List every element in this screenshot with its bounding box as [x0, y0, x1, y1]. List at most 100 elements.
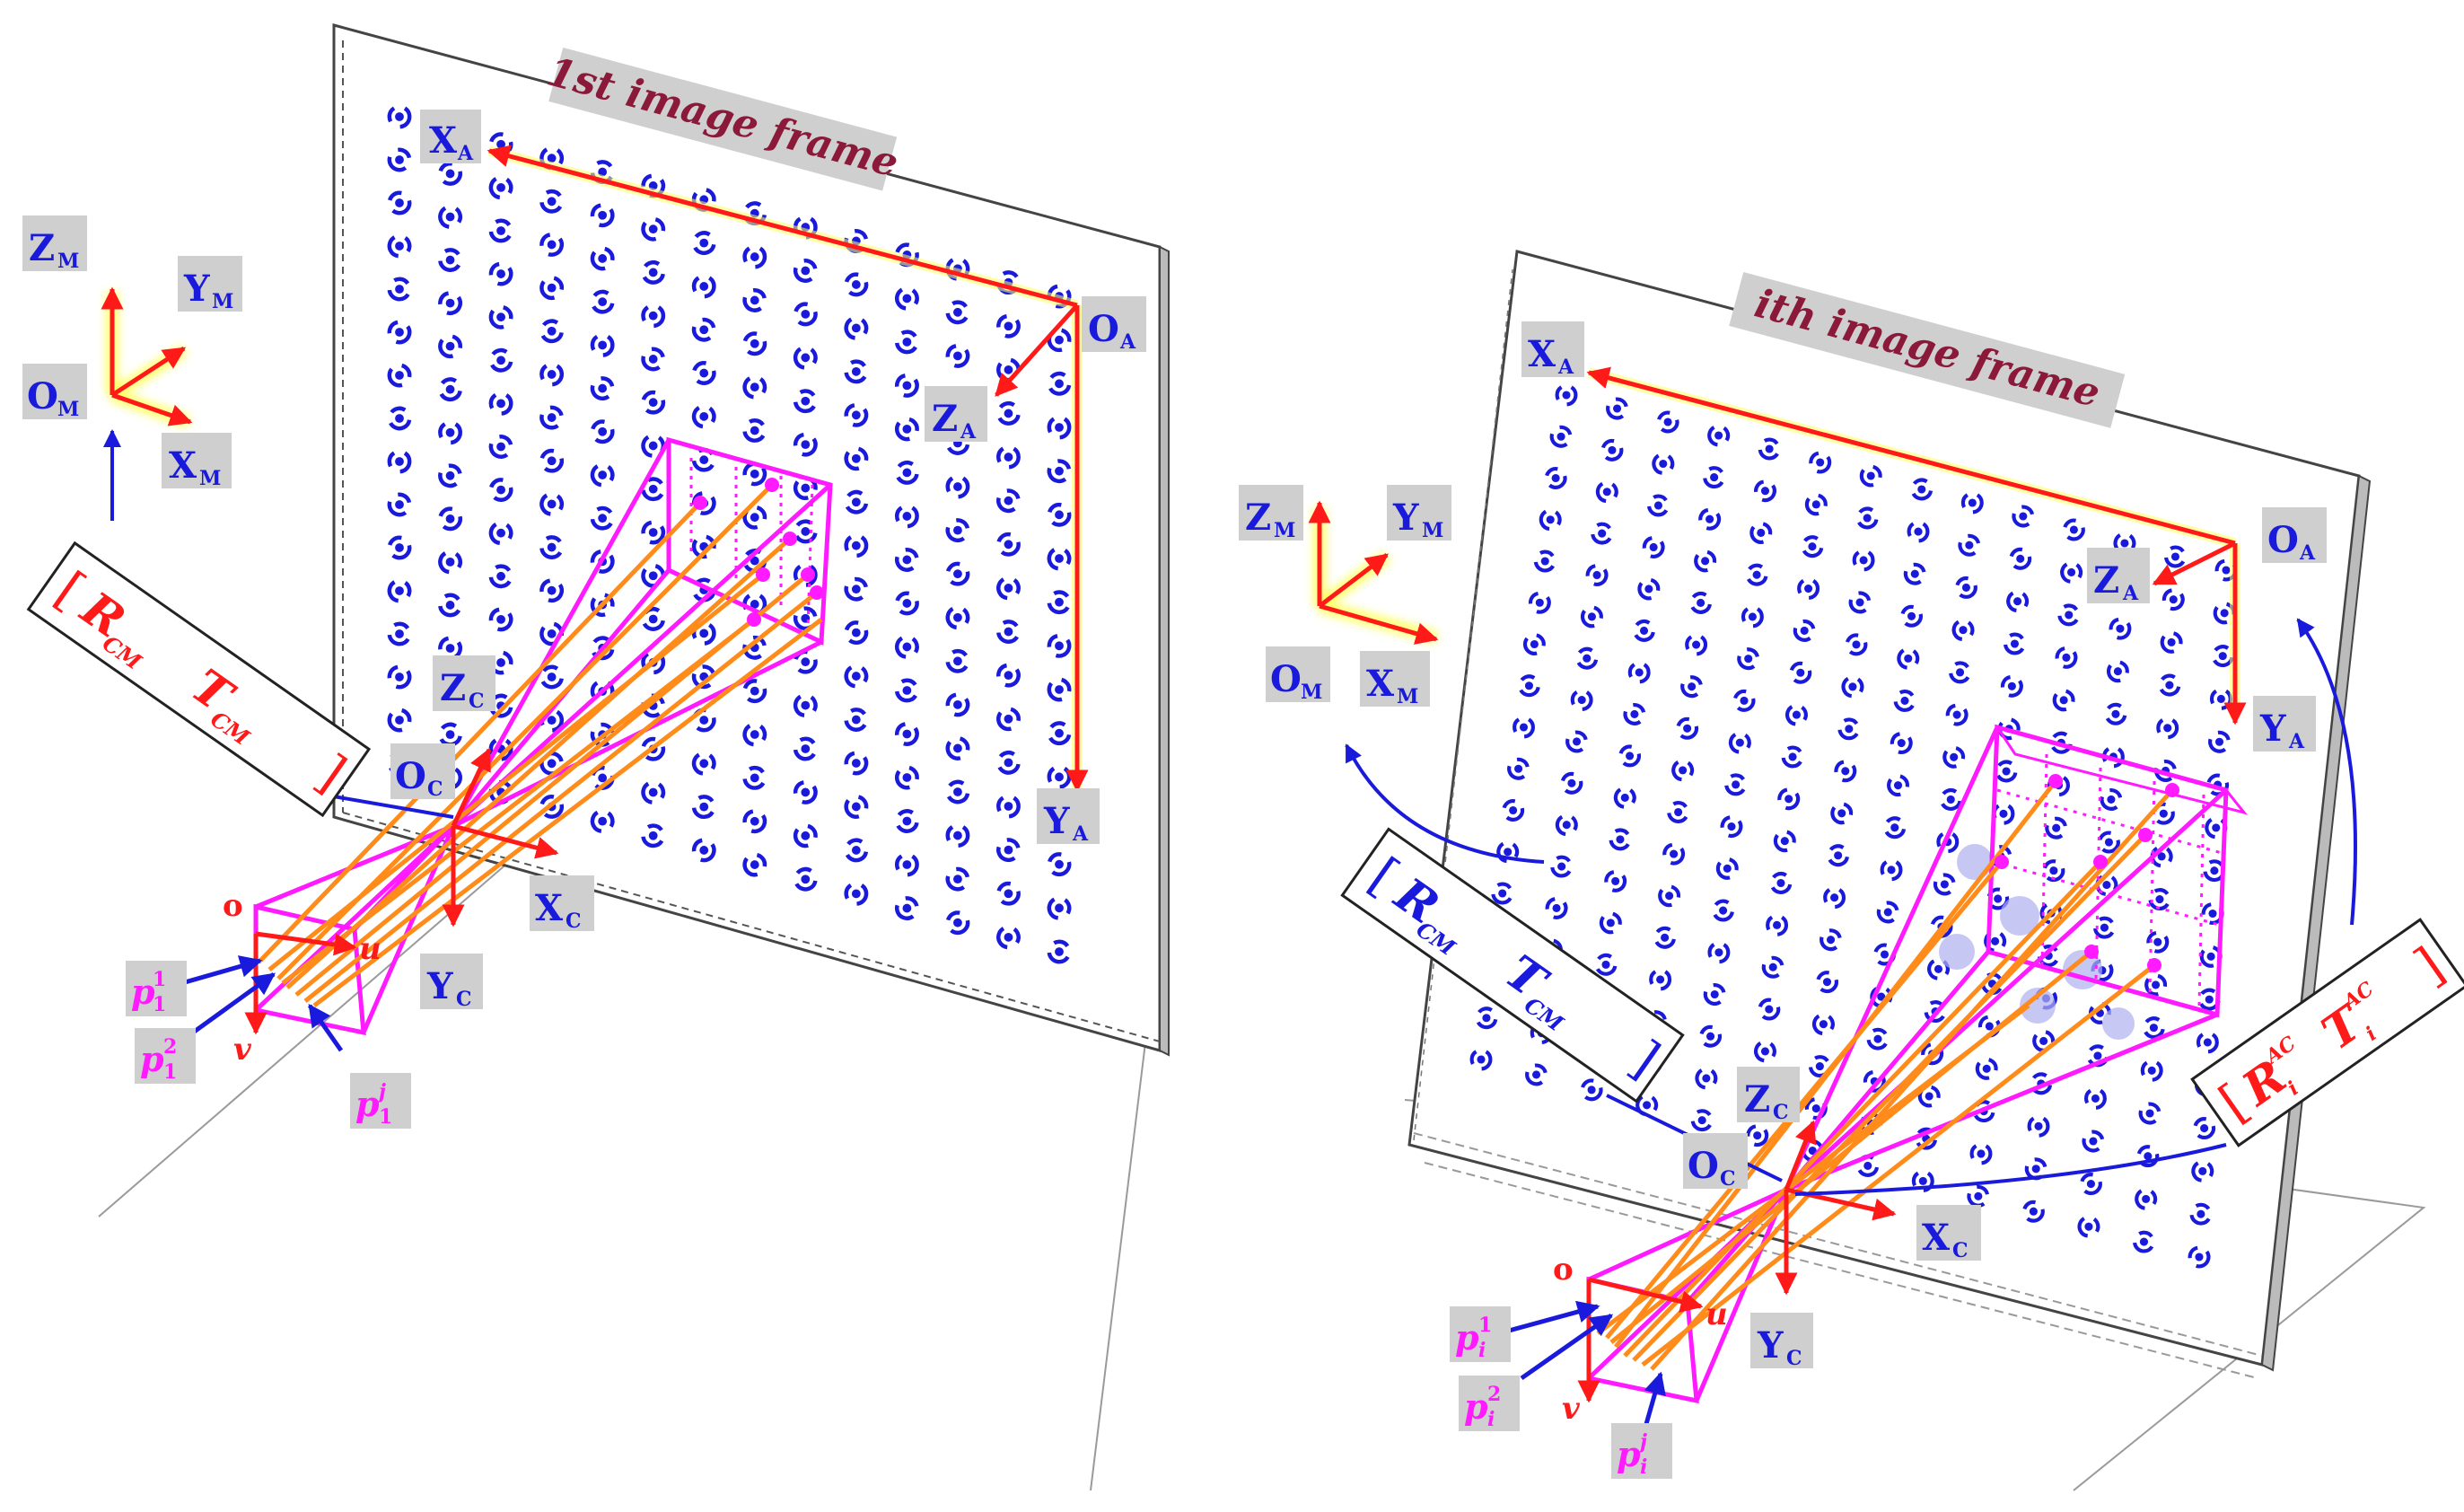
target-marker — [742, 765, 767, 790]
target-marker — [691, 838, 716, 863]
target-marker — [1855, 506, 1879, 530]
target-marker — [1949, 661, 1972, 684]
target-marker — [2191, 1159, 2214, 1182]
target-marker — [387, 449, 412, 474]
svg-text:C: C — [456, 988, 472, 1011]
target-marker — [793, 345, 818, 370]
target-marker — [1595, 480, 1618, 504]
faded-region-right — [1939, 844, 2135, 1040]
svg-text:O: O — [1088, 308, 1119, 350]
svg-text:2: 2 — [163, 1035, 177, 1059]
svg-text:p: p — [1464, 1386, 1488, 1427]
target-marker — [1942, 745, 1966, 769]
label-oc-right: O C — [1683, 1133, 1748, 1191]
target-marker — [844, 359, 869, 384]
target-marker — [2062, 518, 2085, 541]
target-marker — [539, 664, 565, 690]
target-marker — [1604, 869, 1627, 892]
label-v-left: v — [233, 1032, 252, 1068]
target-marker — [2083, 1086, 2107, 1110]
target-marker — [945, 823, 970, 848]
target-marker — [945, 605, 970, 630]
svg-text:2: 2 — [1487, 1383, 1501, 1406]
target-marker — [1491, 882, 1514, 905]
target-marker — [1555, 813, 1578, 837]
target-marker — [2193, 1117, 2216, 1140]
target-marker — [1047, 502, 1072, 527]
target-marker — [996, 881, 1021, 906]
label-u-left: u — [359, 931, 381, 967]
target-marker — [1656, 410, 1679, 434]
target-marker — [539, 362, 565, 387]
target-marker — [1667, 801, 1690, 823]
target-marker — [2113, 532, 2136, 555]
target-marker — [1047, 459, 1072, 484]
svg-text:C: C — [1720, 1167, 1736, 1191]
svg-text:p: p — [131, 971, 155, 1012]
label-pi-1-right: p 1 i — [1450, 1306, 1511, 1362]
transform-box-rcm-tcm-left: [ R CM T CM ] — [26, 541, 372, 818]
target-marker — [1758, 998, 1781, 1021]
label-v-right: v — [1562, 1391, 1581, 1427]
target-marker — [996, 401, 1021, 426]
svg-text:Z: Z — [1744, 1078, 1770, 1121]
target-marker — [1533, 549, 1556, 573]
target-marker — [2142, 1016, 2165, 1040]
image-axes-right — [1577, 1277, 1704, 1403]
target-marker — [2132, 1230, 2155, 1253]
target-marker — [2156, 716, 2179, 740]
target-marker — [1685, 633, 1708, 656]
target-marker — [590, 332, 615, 357]
target-marker — [2021, 1200, 2045, 1223]
svg-text:1: 1 — [1478, 1314, 1492, 1337]
target-marker — [1649, 968, 1672, 991]
target-marker — [387, 708, 412, 733]
svg-text:Y: Y — [1392, 497, 1419, 539]
svg-text:1: 1 — [163, 1060, 177, 1084]
target-marker — [438, 161, 462, 186]
target-marker — [1945, 703, 1969, 726]
svg-text:M: M — [57, 398, 79, 421]
target-marker — [996, 488, 1021, 514]
target-marker — [1766, 913, 1789, 936]
target-marker — [387, 190, 412, 215]
target-marker — [1539, 508, 1562, 532]
label-oa-right: O A — [2262, 507, 2327, 565]
target-marker — [793, 736, 818, 761]
target-marker — [1830, 802, 1854, 825]
label-zc-right: Z C — [1737, 1067, 1800, 1124]
svg-text:1: 1 — [153, 993, 166, 1016]
target-marker — [844, 620, 869, 646]
target-marker — [2055, 646, 2078, 669]
target-marker — [1703, 983, 1726, 1006]
target-marker — [945, 343, 970, 368]
svg-text:O: O — [395, 755, 426, 797]
label-za-left: Z A — [925, 386, 987, 444]
target-marker — [488, 607, 513, 632]
target-marker — [2148, 888, 2171, 911]
target-marker — [844, 533, 869, 558]
target-marker — [1550, 855, 1574, 878]
target-marker — [742, 374, 767, 400]
target-marker — [691, 274, 716, 299]
target-marker — [539, 319, 565, 344]
target-marker — [1811, 1013, 1835, 1036]
label-zc-left: Z C — [433, 655, 495, 713]
target-marker — [1827, 844, 1850, 867]
target-marker — [1047, 590, 1072, 615]
model-axes-right — [1308, 500, 1439, 645]
svg-text:i: i — [1487, 1408, 1495, 1431]
label-p1-j-left: p j 1 — [350, 1073, 411, 1129]
target-marker — [793, 866, 818, 892]
target-marker — [1585, 564, 1609, 586]
target-marker — [1047, 677, 1072, 702]
target-marker — [2140, 1059, 2163, 1082]
target-marker — [1469, 1048, 1493, 1071]
target-marker — [1047, 546, 1072, 571]
target-marker — [2109, 617, 2132, 640]
camera-axes-left — [442, 747, 559, 927]
target-marker — [641, 303, 666, 329]
target-marker — [2003, 632, 2026, 655]
label-xm-right: X M — [1360, 651, 1430, 708]
target-marker — [945, 779, 970, 804]
